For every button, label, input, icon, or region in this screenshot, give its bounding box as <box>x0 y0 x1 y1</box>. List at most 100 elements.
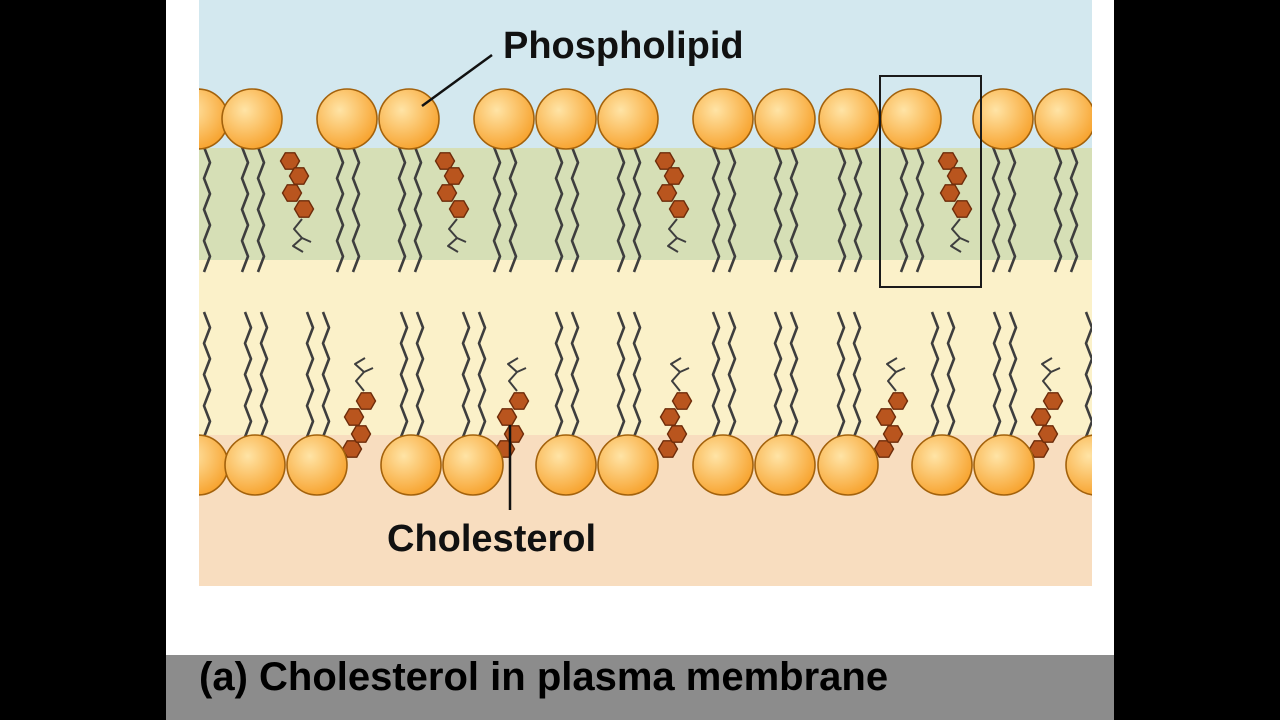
cholesterol-ring <box>663 167 685 185</box>
cholesterol-ring <box>887 392 909 410</box>
cholesterol-hydrocarbon-tail <box>667 218 687 253</box>
fatty-acid-tail <box>899 146 909 273</box>
cholesterol-ring <box>659 408 681 426</box>
cholesterol-hydrocarbon-tail <box>354 357 374 392</box>
figure-caption: (a) Cholesterol in plasma membrane <box>199 655 888 699</box>
phospholipid-head <box>817 434 879 496</box>
phospholipid-head <box>972 88 1034 150</box>
phospholipid-head <box>692 434 754 496</box>
cholesterol-ring <box>657 440 679 458</box>
cholesterol-ring <box>448 200 470 218</box>
phospholipid-head <box>442 434 504 496</box>
fatty-acid-tail <box>727 146 737 273</box>
phospholipid-head <box>880 88 942 150</box>
cholesterol-ring <box>293 200 315 218</box>
fatty-acid-tail <box>305 311 315 438</box>
phospholipid-head <box>754 88 816 150</box>
cholesterol-molecule <box>873 357 909 458</box>
fatty-acid-tail <box>1007 146 1017 273</box>
membrane-panel <box>199 0 1092 586</box>
fatty-acid-tail <box>789 146 799 273</box>
caption-bar <box>166 655 1114 720</box>
phospholipid-head <box>378 88 440 150</box>
fatty-acid-tail <box>853 146 863 273</box>
cholesterol-ring <box>350 425 372 443</box>
phospholipid-head <box>535 434 597 496</box>
cholesterol-ring <box>503 425 525 443</box>
fatty-acid-tail <box>711 146 721 273</box>
fatty-acid-tail <box>397 146 407 273</box>
phospholipid-head <box>973 434 1035 496</box>
cholesterol-ring <box>951 200 973 218</box>
cholesterol-ring <box>671 392 693 410</box>
cholesterol-ring <box>666 425 688 443</box>
cholesterol-hydrocarbon-tail <box>670 357 690 392</box>
phospholipid-head <box>286 434 348 496</box>
phospholipid-head <box>597 434 659 496</box>
cholesterol-ring <box>873 440 895 458</box>
fatty-acid-tail <box>1084 311 1092 438</box>
fatty-acid-tail <box>1069 146 1079 273</box>
fatty-acid-tail <box>335 146 345 273</box>
cholesterol-molecule <box>434 152 470 253</box>
fatty-acid-tail <box>256 146 266 273</box>
fatty-acid-tail <box>415 311 425 438</box>
fatty-acid-tail <box>711 311 721 438</box>
cholesterol-ring <box>1030 408 1052 426</box>
phospholipid-head <box>535 88 597 150</box>
cholesterol-ring <box>288 167 310 185</box>
cholesterol-ring <box>875 408 897 426</box>
phospholipid-head <box>224 434 286 496</box>
fatty-acid-tail <box>259 311 269 438</box>
fatty-acid-tail <box>773 146 783 273</box>
phospholipid-head <box>754 434 816 496</box>
fatty-acid-tail <box>915 146 925 273</box>
cholesterol-ring <box>882 425 904 443</box>
cholesterol-molecule <box>657 357 693 458</box>
cholesterol-ring <box>281 184 303 202</box>
fatty-acid-tail <box>837 146 847 273</box>
highlight-box <box>879 75 982 288</box>
cholesterol-ring <box>1037 425 1059 443</box>
fatty-acid-tail <box>461 311 471 438</box>
cholesterol-ring <box>496 408 518 426</box>
hydrophobic-core-region <box>199 260 1092 435</box>
cholesterol-molecule <box>341 357 377 458</box>
cholesterol-hydrocarbon-tail <box>886 357 906 392</box>
cholesterol-hydrocarbon-tail <box>292 218 312 253</box>
phospholipid-head <box>597 88 659 150</box>
fatty-acid-tail <box>632 311 642 438</box>
fatty-acid-tail <box>554 146 564 273</box>
fatty-acid-tail <box>616 146 626 273</box>
cholesterol-ring <box>355 392 377 410</box>
cholesterol-molecule <box>279 152 315 253</box>
cholesterol-molecules <box>279 152 1064 458</box>
fatty-acid-tail <box>930 311 940 438</box>
cholesterol-ring <box>939 184 961 202</box>
cholesterol-ring <box>343 408 365 426</box>
fatty-acid-tails <box>202 146 1092 438</box>
fatty-acid-tail <box>554 311 564 438</box>
fatty-acid-tail <box>321 311 331 438</box>
phospholipid-label: Phospholipid <box>503 25 744 67</box>
cholesterol-molecule <box>1028 357 1064 458</box>
phospholipid-head <box>316 88 378 150</box>
fatty-acid-tail <box>240 146 250 273</box>
cholesterol-ring <box>1042 392 1064 410</box>
fatty-acid-tail <box>616 311 626 438</box>
cholesterol-label: Cholesterol <box>387 518 596 560</box>
phospholipid-head <box>1065 434 1092 496</box>
phospholipid-head <box>473 88 535 150</box>
cholesterol-ring <box>443 167 465 185</box>
phospholipid-leader-line <box>421 53 493 108</box>
fatty-acid-tail <box>570 311 580 438</box>
fatty-acid-tail <box>351 146 361 273</box>
fatty-acid-tail <box>508 146 518 273</box>
fatty-acid-tail <box>413 146 423 273</box>
fatty-acid-tail <box>852 311 862 438</box>
phospholipid-heads <box>199 88 1092 496</box>
fatty-acid-tail <box>570 146 580 273</box>
fatty-acid-tail <box>789 311 799 438</box>
